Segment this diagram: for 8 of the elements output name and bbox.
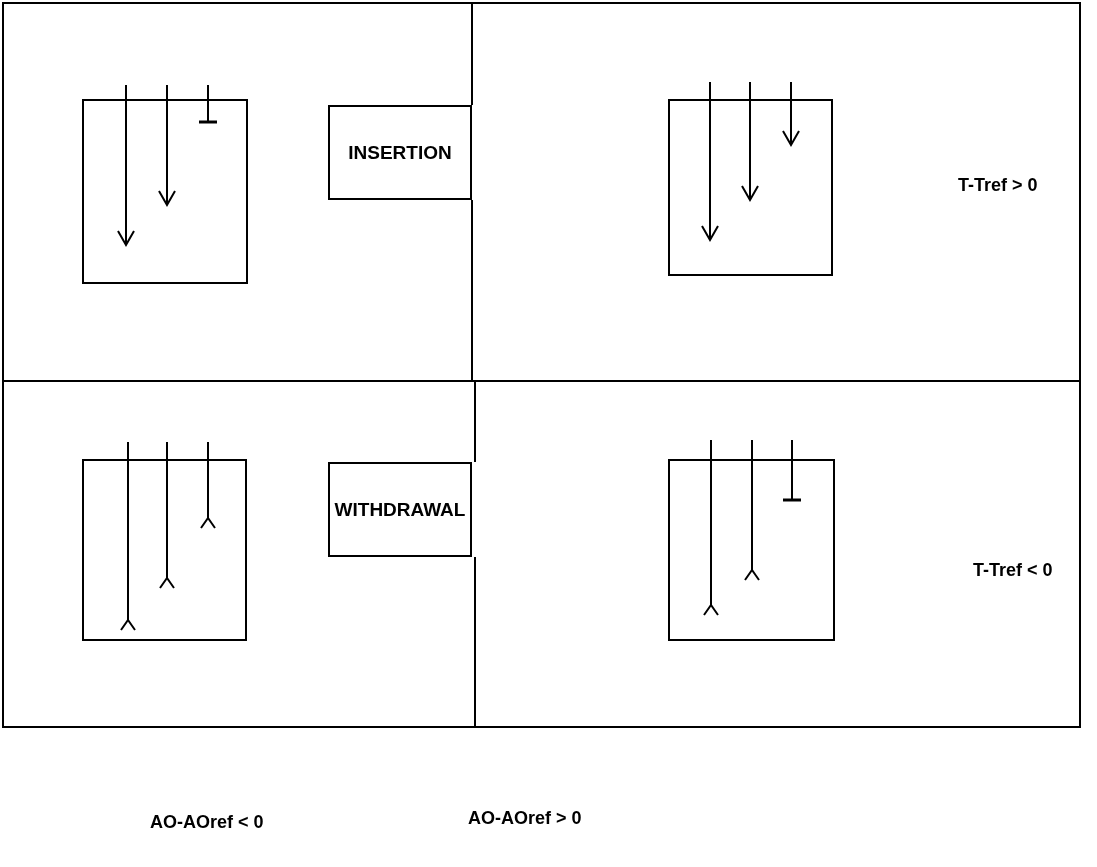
mode-box	[328, 462, 472, 557]
axis-condition-label: T-Tref > 0	[958, 175, 1038, 196]
mode-box	[328, 105, 472, 200]
mode-label: INSERTION	[348, 141, 452, 164]
mode-label: WITHDRAWAL	[334, 498, 466, 521]
axis-condition-label: T-Tref < 0	[973, 560, 1053, 581]
axis-condition-label: AO-AOref < 0	[150, 812, 264, 833]
axis-condition-label: AO-AOref > 0	[468, 808, 582, 829]
